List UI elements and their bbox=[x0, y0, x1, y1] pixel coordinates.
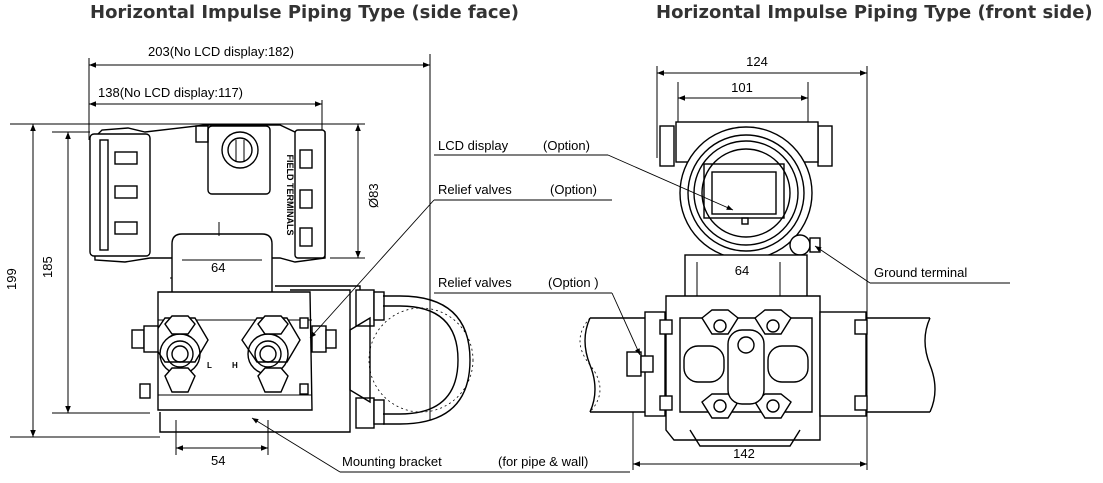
dim-bottom-width-front: 142 bbox=[733, 446, 755, 461]
relief-valves-option-1: (Option) bbox=[550, 182, 597, 197]
side-view-title: Horizontal Impulse Piping Type (side fac… bbox=[90, 2, 520, 23]
ground-terminal-label: Ground terminal bbox=[874, 265, 967, 280]
mounting-bracket-label: Mounting bracket bbox=[342, 454, 442, 469]
dim-inner-width: 101 bbox=[731, 80, 753, 95]
dim-housing-width: 138(No LCD display:117) bbox=[98, 85, 243, 100]
relief-valves-option-2: (Option ) bbox=[548, 275, 599, 290]
port-h-mark: H bbox=[232, 361, 238, 370]
front-view bbox=[579, 66, 936, 470]
relief-valves-label-2: Relief valves bbox=[438, 275, 512, 290]
dim-height-total: 199 bbox=[4, 268, 19, 290]
lcd-display-label: LCD display bbox=[438, 138, 509, 153]
dim-flange-width-front: 64 bbox=[735, 263, 749, 278]
side-view: FIELD TERMINALS L H bbox=[10, 54, 474, 455]
dim-height-body: 185 bbox=[40, 256, 55, 278]
relief-valves-label-1: Relief valves bbox=[438, 182, 512, 197]
dim-diameter: Ø83 bbox=[366, 183, 381, 208]
mounting-bracket-note: (for pipe & wall) bbox=[498, 454, 588, 469]
dim-top-width: 124 bbox=[746, 54, 768, 69]
lcd-display-option: (Option) bbox=[543, 138, 590, 153]
dim-flange-width-side: 64 bbox=[211, 260, 225, 275]
front-view-title: Horizontal Impulse Piping Type (front si… bbox=[656, 2, 1093, 23]
dim-total-width: 203(No LCD display:182) bbox=[148, 44, 294, 59]
dim-bottom-width-side: 54 bbox=[211, 453, 225, 468]
field-terminals-mark: FIELD TERMINALS bbox=[285, 155, 295, 236]
port-l-mark: L bbox=[207, 361, 212, 370]
